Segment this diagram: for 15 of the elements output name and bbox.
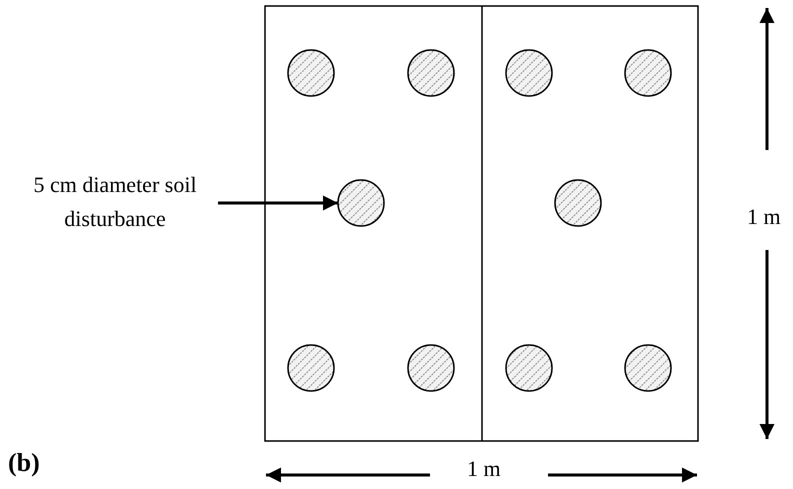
disturbance-circle (337, 179, 385, 227)
disturbance-circle (505, 344, 553, 392)
disturbance-circle (554, 179, 602, 227)
disturbance-circle (287, 344, 335, 392)
dimension-label: 1 m (467, 455, 501, 483)
disturbance-circle (407, 344, 455, 392)
disturbance-circle (624, 344, 672, 392)
panel-label: (b) (8, 447, 40, 479)
dimension-label: 1 m (747, 203, 781, 231)
leader-arrow (218, 196, 338, 210)
disturbance-circle (407, 49, 455, 97)
disturbance-circle (505, 49, 553, 97)
callout-text: 5 cm diameter soil disturbance (30, 168, 200, 236)
disturbance-circle (287, 49, 335, 97)
disturbance-circle (624, 49, 672, 97)
